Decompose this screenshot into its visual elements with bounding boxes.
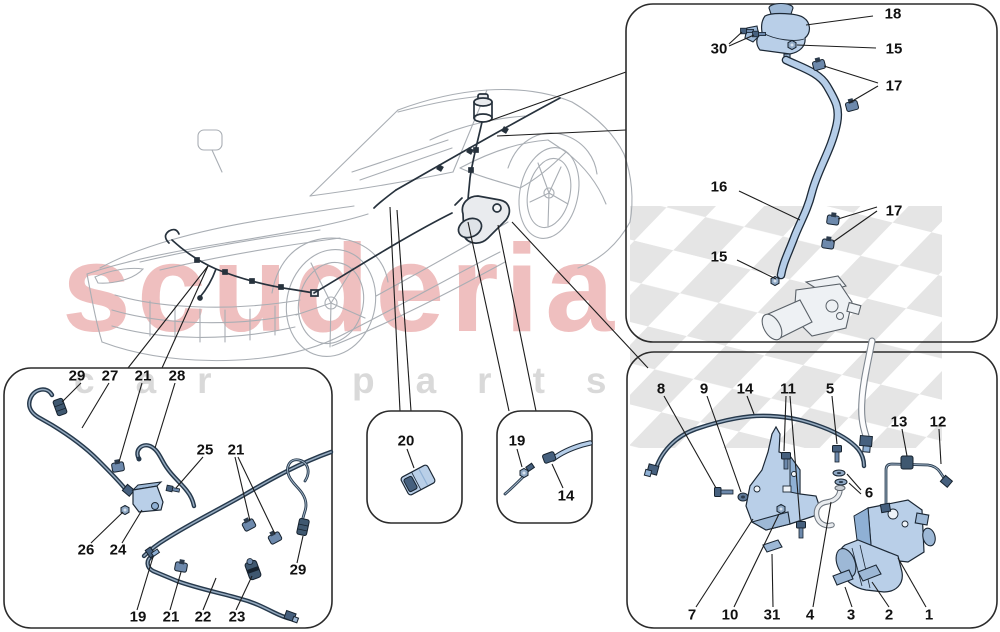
nut-15-lower <box>770 275 780 287</box>
clip-13 <box>900 455 914 470</box>
pump-assembly <box>643 341 954 608</box>
reservoir-hose-assembly <box>728 2 879 341</box>
washer-6b <box>834 478 848 486</box>
sensor-23 <box>244 558 262 581</box>
clamp-17b <box>843 96 860 113</box>
bolt-8 <box>714 487 734 497</box>
car-watermark-text: car <box>74 360 253 401</box>
clamp-21b1 <box>239 515 257 533</box>
clamp-21b2 <box>265 528 283 546</box>
detail-box-pump <box>626 351 998 629</box>
pipe-ends-19-14 <box>503 443 590 496</box>
mirror <box>197 129 223 151</box>
parts-watermark-text: parts <box>352 360 648 401</box>
washer-6a <box>832 469 846 477</box>
bolt-5 <box>832 445 842 463</box>
grommet-9 <box>737 492 749 502</box>
pump-drawing-gray <box>761 275 862 341</box>
detail-box-sleeve <box>366 410 463 524</box>
pipe-19-end <box>504 476 524 495</box>
pipes-assembly <box>29 382 331 624</box>
bolt-30a <box>740 27 754 35</box>
pump-1 <box>835 499 936 593</box>
fitting-19 <box>144 546 161 559</box>
detail-box-reservoir-hose <box>625 3 998 343</box>
car-pump-drawing <box>454 195 511 244</box>
pad-3 <box>832 569 854 586</box>
nut-15-upper <box>787 39 797 51</box>
bolt-11b <box>796 521 806 539</box>
bolt-30b <box>752 30 766 38</box>
valve-24 <box>131 481 164 513</box>
pipe-22 <box>146 555 292 620</box>
leader-lines-lower-right <box>663 395 942 608</box>
detail-box-pipes <box>3 367 333 629</box>
clip-29b <box>295 517 311 537</box>
car-pipe-overlay <box>164 93 561 301</box>
clamp-17a <box>810 55 827 72</box>
clamp-21a <box>110 458 126 473</box>
box-pointer-lines <box>127 71 649 412</box>
leader-lines-lower-left <box>61 382 304 611</box>
pad-2 <box>857 564 882 582</box>
clamp-21c <box>173 558 189 573</box>
car-line-drawing <box>86 88 633 362</box>
leader-lines-top-right <box>728 15 879 280</box>
nut-10 <box>776 503 786 515</box>
pad-31 <box>762 539 783 553</box>
clip-29a <box>52 397 68 417</box>
car-reservoir-drawing <box>473 93 493 123</box>
sleeve-20 <box>400 448 436 496</box>
detail-box-pipe-ends <box>496 410 593 524</box>
